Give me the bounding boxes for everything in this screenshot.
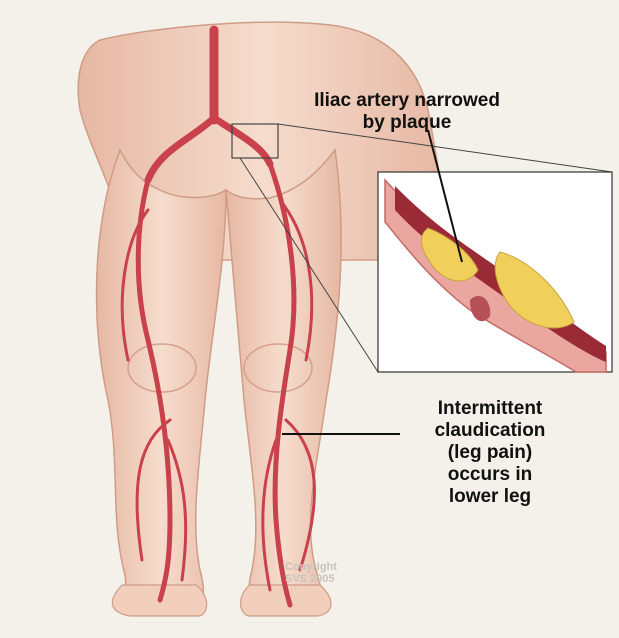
magnified-vessel-inset <box>378 172 612 372</box>
iliac-label: Iliac artery narrowed by plaque <box>262 90 552 134</box>
copyright-watermark: Copyright SVS 2005 <box>285 561 425 585</box>
iliac-label-line-2: by plaque <box>262 112 552 134</box>
left-leg <box>97 150 226 612</box>
claudication-label: Intermittent claudication (leg pain) occ… <box>392 398 588 508</box>
claudication-label-line-4: occurs in <box>392 464 588 486</box>
claudication-label-line-2: claudication <box>392 420 588 442</box>
copyright-line-2: SVS 2005 <box>285 573 425 585</box>
copyright-line-1: Copyright <box>285 561 425 573</box>
claudication-label-line-1: Intermittent <box>392 398 588 420</box>
iliac-label-line-1: Iliac artery narrowed <box>262 90 552 112</box>
claudication-label-line-3: (leg pain) <box>392 442 588 464</box>
claudication-label-line-5: lower leg <box>392 486 588 508</box>
